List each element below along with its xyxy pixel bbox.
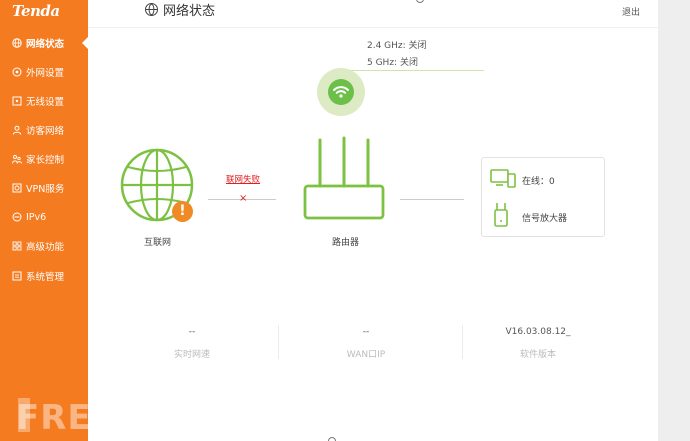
- realtime-speed-value: --: [188, 327, 196, 337]
- connection-failed-link[interactable]: 联网失败: [226, 175, 261, 185]
- disconnect-x-icon: ×: [239, 193, 248, 204]
- tenda-logo: Tenda: [12, 2, 60, 20]
- wifi-info-underline: [340, 70, 484, 71]
- signal-extender-label[interactable]: 信号放大器: [522, 214, 568, 224]
- sidebar-item-label: 家长控制: [26, 155, 65, 166]
- sidebar-item-network-status[interactable]: 网络状态: [0, 31, 88, 55]
- sidebar-item-ipv6[interactable]: IPv6: [0, 205, 88, 229]
- wifi-icon: [333, 86, 349, 98]
- firmware-version-value: V16.03.08.12_: [505, 327, 571, 337]
- realtime-speed-caption: 实时网速: [173, 350, 210, 360]
- sidebar: Tenda 网络状态 外网设置 无线设置 访客网络: [0, 0, 195, 441]
- sidebar-item-wireless-settings[interactable]: 无线设置: [0, 89, 88, 113]
- wifi-5-status: 5 GHz: 关闭: [367, 58, 418, 68]
- settings-icon: [12, 67, 22, 77]
- sidebar-item-label: 无线设置: [26, 97, 65, 108]
- sidebar-item-parental-control[interactable]: 家长控制: [0, 147, 88, 171]
- page-title: 网络状态: [145, 0, 215, 19]
- globe-icon: [145, 3, 158, 16]
- clients-panel: 在线：0 信号放大器: [481, 157, 605, 237]
- sidebar-item-wan-settings[interactable]: 外网设置: [0, 60, 88, 84]
- watermark-bar: [18, 398, 30, 432]
- wan-ip-value: --: [362, 327, 370, 337]
- system-icon: [12, 271, 22, 281]
- router-device[interactable]: [302, 136, 386, 222]
- sidebar-item-label: VPN服务: [26, 184, 65, 195]
- internet-label: 互联网: [144, 238, 172, 248]
- vpn-icon: [12, 183, 22, 193]
- page-title-text: 网络状态: [163, 4, 216, 19]
- signal-extender-icon: [494, 202, 508, 228]
- wifi-24-status: 2.4 GHz: 关闭: [367, 41, 427, 51]
- router-icon: [303, 136, 385, 220]
- router-label: 路由器: [332, 238, 360, 248]
- parental-icon: [12, 154, 22, 164]
- sidebar-item-label: 网络状态: [26, 39, 65, 50]
- warning-icon: !: [172, 201, 193, 222]
- sidebar-item-advanced[interactable]: 高级功能: [0, 234, 88, 258]
- wan-connection-line: [208, 199, 276, 200]
- bottom-handle: [328, 437, 336, 441]
- sidebar-item-label: 访客网络: [26, 126, 65, 137]
- lan-connection-line: [400, 199, 464, 200]
- stat-divider: [462, 325, 463, 359]
- wireless-icon: [12, 96, 22, 106]
- sidebar-item-label: 高级功能: [26, 242, 65, 253]
- stat-divider: [278, 325, 279, 359]
- online-count[interactable]: 在线：0: [522, 177, 555, 187]
- guest-icon: [12, 125, 22, 135]
- ipv6-icon: [12, 212, 22, 222]
- firmware-version-caption: 软件版本: [519, 350, 556, 360]
- sidebar-item-label: 系统管理: [26, 272, 65, 283]
- main-panel: 网络状态 2.4 GHz: 关闭 5 GHz: 关闭 !: [88, 0, 658, 441]
- header-bar: [88, 0, 658, 28]
- wan-ip-caption: WAN口IP: [346, 350, 386, 360]
- sidebar-item-system-management[interactable]: 系统管理: [0, 264, 88, 288]
- globe-icon: [12, 38, 22, 48]
- grid-icon: [12, 241, 22, 251]
- active-indicator: [82, 37, 88, 49]
- logout-link[interactable]: 退出: [622, 8, 641, 18]
- sidebar-item-label: 外网设置: [26, 68, 65, 79]
- wifi-button[interactable]: [328, 79, 354, 105]
- sidebar-item-guest-network[interactable]: 访客网络: [0, 118, 88, 142]
- sidebar-item-label: IPv6: [26, 211, 47, 223]
- devices-icon: [490, 168, 516, 190]
- sidebar-item-vpn-service[interactable]: VPN服务: [0, 176, 88, 200]
